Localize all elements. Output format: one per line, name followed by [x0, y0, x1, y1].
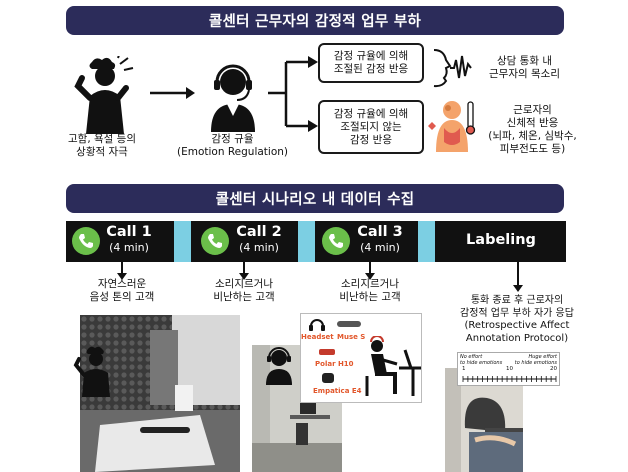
polar-strap-icon	[319, 349, 335, 355]
regulation-label-line2: (Emotion Regulation)	[177, 146, 288, 158]
call-2-caption: 소리지르거나 비난하는 고객	[194, 278, 294, 304]
muse-device-label: Muse S	[337, 333, 366, 341]
call-3-caption-line2: 비난하는 고객	[339, 291, 401, 303]
polar-device-label: Polar H10	[315, 360, 354, 368]
phone-call-icon	[322, 227, 350, 255]
voice-label-line1: 상담 통화 내	[497, 55, 552, 67]
regulated-response-box: 감정 규율에 의해 조절된 감정 반응	[318, 43, 424, 83]
body-physiology-icon	[428, 101, 476, 152]
unregulated-response-line2: 조절되지 않는	[340, 120, 402, 133]
regulation-label: 감정 규율 (Emotion Regulation)	[170, 133, 295, 159]
labeling-caption: 통화 종료 후 근로자의 감정적 업무 부하 자가 응답 (Retrospect…	[442, 295, 592, 345]
voice-label-line2: 근무자의 목소리	[489, 68, 560, 80]
stimulus-label-line1: 고함, 욕설 등의	[68, 133, 136, 145]
stimulus-label: 고함, 욕설 등의 상황적 자극	[52, 133, 152, 159]
rating-scale-ticks[interactable]	[461, 374, 558, 384]
labeling-caption-line1: 통화 종료 후 근로자의	[470, 295, 564, 306]
body-label-line2: 신체적 반응	[506, 117, 559, 129]
break-gap-3	[418, 221, 435, 262]
scale-right-label: Huge effort to hide emotions	[515, 354, 557, 366]
headset-agent-icon	[266, 347, 292, 385]
labeling-caption-line4: Annotation Protocol)	[465, 332, 569, 344]
call-1-title: Call 1	[106, 224, 152, 240]
branch-arrows	[268, 56, 318, 132]
call-3-label: Call 3 (4 min)	[351, 224, 409, 254]
stimulus-label-line2: 상황적 자극	[76, 146, 128, 158]
arrow-right-icon	[150, 87, 195, 99]
call-timeline: Call 1 (4 min) Call 2 (4 min) Call 3 (4 …	[66, 221, 566, 262]
call-2-duration: (4 min)	[239, 241, 279, 254]
scale-tick-10: 10	[506, 366, 513, 372]
regulation-label-line1: 감정 규율	[211, 133, 254, 145]
voice-waveform-icon	[433, 49, 472, 88]
stressed-person-icon	[74, 56, 134, 134]
seated-person-icon	[365, 336, 421, 396]
call-1-label: Call 1 (4 min)	[100, 224, 158, 254]
arrow-down-icon	[117, 262, 127, 280]
body-label-line1: 근로자의	[513, 104, 552, 116]
voice-label: 상담 통화 내 근무자의 목소리	[472, 55, 577, 81]
scale-tick-20: 20	[550, 366, 557, 372]
phone-call-icon	[201, 227, 229, 255]
scale-left-line2: to hide emotions	[460, 360, 503, 366]
unregulated-response-line3: 감정 반응	[350, 133, 392, 146]
section2-title: 콜센터 시나리오 내 데이터 수집	[215, 192, 415, 208]
arrow-down-icon	[239, 262, 249, 280]
arrow-down-icon	[513, 262, 523, 292]
labeling-title-text: Labeling	[466, 232, 536, 248]
labeling-caption-line3: (Retrospective Affect	[464, 320, 570, 331]
regulated-response-line2: 조절된 감정 반응	[333, 63, 409, 75]
call-3-caption-line1: 소리지르거나	[341, 278, 399, 290]
call-2-label: Call 2 (4 min)	[230, 224, 288, 254]
headset-device-icon	[309, 319, 325, 331]
labeling-title: Labeling	[451, 232, 551, 249]
body-label-line4: 피부전도도 등)	[499, 143, 566, 155]
headset-device-label: Headset	[301, 333, 334, 341]
call-1-caption-line2: 음성 톤의 고객	[89, 291, 155, 303]
scale-tick-1: 1	[462, 366, 466, 372]
scale-left-label: No effort to hide emotions	[460, 354, 502, 366]
rating-scale-panel: No effort to hide emotions Huge effort t…	[457, 352, 560, 386]
scale-left-line1: No effort	[460, 354, 483, 360]
call-1-caption-line1: 자연스러운	[97, 278, 147, 290]
unregulated-response-line1: 감정 규율에 의해	[333, 107, 409, 120]
labeling-caption-line2: 감정적 업무 부하 자가 응답	[460, 307, 574, 319]
call-2-caption-line1: 소리지르거나	[215, 278, 273, 290]
call-3-caption: 소리지르거나 비난하는 고객	[320, 278, 420, 304]
muse-headband-icon	[337, 321, 361, 327]
regulated-response-line1: 감정 규율에 의해	[333, 50, 409, 62]
break-gap-1	[174, 221, 191, 262]
call-2-title: Call 2	[236, 224, 282, 240]
section1-banner: 콜센터 근무자의 감정적 업무 부하	[66, 6, 564, 35]
call-3-title: Call 3	[357, 224, 403, 240]
stressed-person-icon	[73, 346, 110, 397]
call-2-caption-line2: 비난하는 고객	[213, 291, 275, 303]
phone-call-icon	[72, 227, 100, 255]
scale-right-line1: Huge effort	[528, 354, 557, 360]
section2-banner: 콜센터 시나리오 내 데이터 수집	[66, 184, 564, 213]
scale-right-line2: to hide emotions	[514, 360, 557, 366]
empatica-device-label: Empatica E4	[313, 387, 362, 395]
unregulated-response-box: 감정 규율에 의해 조절되지 않는 감정 반응	[318, 100, 424, 154]
arrow-down-icon	[365, 262, 375, 280]
body-label: 근로자의 신체적 반응 (뇌파, 체온, 심박수, 피부전도도 등)	[480, 104, 585, 156]
devices-panel: Headset Muse S Polar H10 Empatica E4	[300, 313, 422, 403]
break-gap-2	[298, 221, 315, 262]
call-1-caption: 자연스러운 음성 톤의 고객	[72, 278, 172, 304]
call-1-duration: (4 min)	[109, 241, 149, 254]
section1-title: 콜센터 근무자의 감정적 업무 부하	[208, 14, 422, 30]
empatica-watch-icon	[322, 373, 334, 383]
body-label-line3: (뇌파, 체온, 심박수,	[488, 130, 577, 142]
booth-photo-illustration	[80, 315, 240, 472]
headset-agent-icon	[211, 64, 255, 132]
call-3-duration: (4 min)	[360, 241, 400, 254]
